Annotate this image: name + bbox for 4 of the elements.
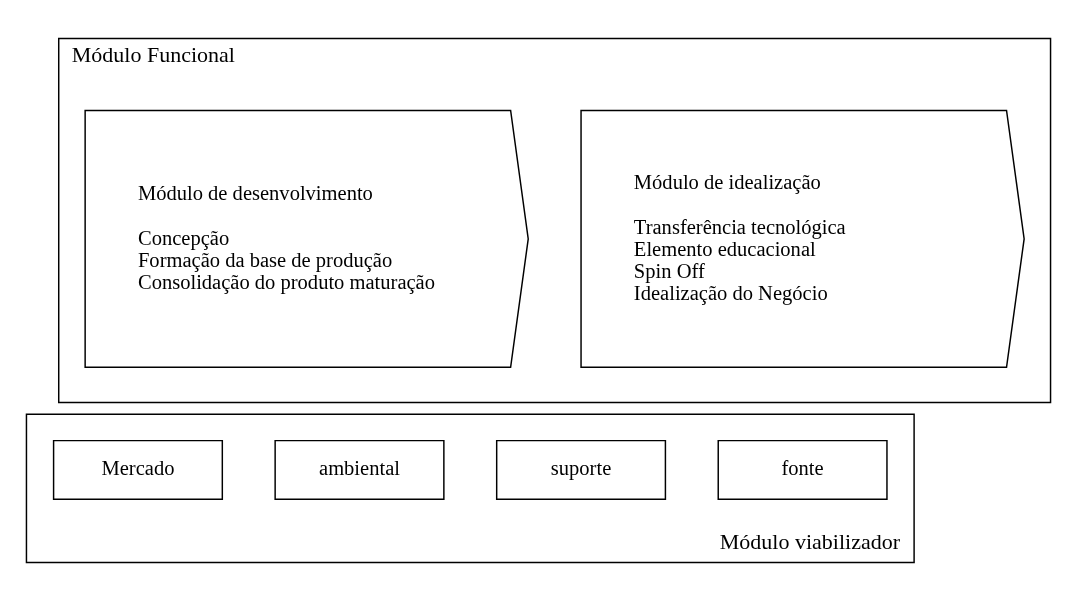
node-box: Mercado <box>52 439 224 501</box>
node-box: ambiental <box>274 439 445 501</box>
node-box: fonte <box>717 439 888 501</box>
node-box: suporte <box>495 439 667 501</box>
